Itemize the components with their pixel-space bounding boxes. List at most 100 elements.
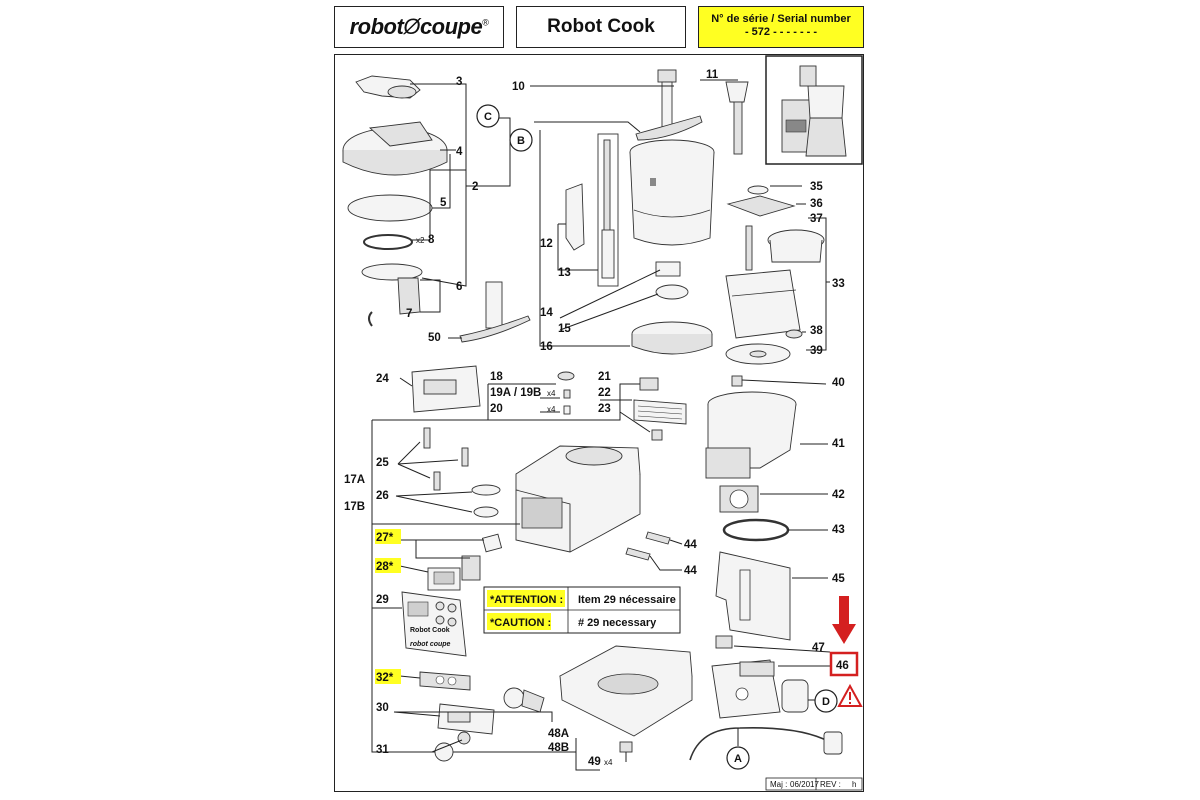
maj-date: 06/2017	[790, 780, 819, 789]
part-23-clip	[651, 429, 663, 441]
caution-text: # 29 necessary	[578, 617, 657, 629]
highlight-arrow-icon	[832, 596, 856, 644]
part-6-scraper	[361, 263, 423, 315]
part-36-bracket	[726, 195, 796, 217]
rev-value: h	[852, 780, 856, 789]
label-part-48a: 48A	[548, 728, 569, 740]
part-32-button-panel	[419, 671, 471, 691]
part-49-foot	[619, 741, 633, 753]
serial-label: N° de série / Serial number	[711, 13, 851, 25]
warning-triangle-icon	[837, 683, 863, 707]
leaders-housing	[733, 443, 831, 701]
part-45-frame	[715, 551, 791, 641]
part-35-washer	[747, 185, 769, 195]
part-39-fan	[725, 343, 791, 365]
part-38-bearing	[785, 329, 803, 339]
label-part-43: 43	[832, 524, 845, 536]
label-part-17a: 17A	[344, 474, 365, 486]
leader-15	[559, 293, 659, 331]
circle-a	[726, 746, 750, 770]
part-44-clip-upper	[645, 531, 671, 545]
label-part-2: 2	[472, 181, 478, 193]
label-part-17b: 17B	[344, 501, 365, 513]
part-16-base-ring	[631, 321, 713, 355]
label-part-4: 4	[456, 146, 463, 158]
part-4-lid	[342, 121, 448, 176]
part-a-power-cable	[689, 726, 843, 761]
label-part-29: 29	[376, 594, 389, 606]
qty-part-20: x4	[547, 405, 556, 414]
leaders-top-left	[410, 83, 511, 339]
part-44-clip-lower	[625, 547, 651, 561]
revision-box	[765, 777, 863, 791]
bowl-icon	[629, 139, 715, 246]
serial-number-box: N° de série / Serial number - 572 - - - …	[698, 6, 864, 48]
part-13-rod	[597, 133, 619, 287]
circle-c	[476, 104, 500, 128]
label-part-50: 50	[428, 332, 441, 344]
part-29-front-panel: Robot Cook robot coupe	[401, 591, 467, 657]
leader-12-13	[557, 224, 598, 271]
label-part-24: 24	[376, 373, 389, 385]
qty-part-49: x4	[604, 758, 613, 767]
part-27-keypad	[461, 555, 481, 581]
circle-b-label: B	[517, 135, 525, 147]
part-14-coupling	[655, 261, 681, 277]
label-part-28: 28*	[376, 561, 394, 573]
label-part-20: 20	[490, 403, 503, 415]
attention-highlight	[487, 590, 565, 607]
part-11-drive-pin	[725, 81, 749, 155]
label-part-45: 45	[832, 573, 845, 585]
label-part-25: 25	[376, 457, 389, 469]
leaders-30-32	[393, 675, 553, 753]
label-part-36: 36	[810, 198, 823, 210]
part-31-knob	[434, 731, 471, 762]
part-26-brackets	[471, 484, 501, 518]
attention-label: *ATTENTION :	[490, 594, 563, 606]
label-part-19: 19A / 19B	[490, 387, 541, 399]
label-part-16: 16	[540, 341, 553, 353]
serial-value: - 572 - - - - - - -	[744, 26, 818, 38]
leaders-motor	[770, 185, 830, 351]
label-part-11: 11	[706, 69, 719, 81]
part-18-foot	[557, 371, 575, 381]
part-50-blade	[459, 281, 531, 343]
highlight-32	[375, 669, 401, 684]
label-part-12: 12	[540, 238, 553, 250]
label-part-37: 37	[810, 213, 823, 225]
part-46-highlight-box	[829, 651, 859, 677]
circle-d	[814, 689, 838, 713]
highlight-28	[375, 558, 401, 573]
part-10-blade-assembly	[635, 69, 703, 141]
part-d-connector	[781, 679, 809, 713]
leader-b	[534, 121, 641, 133]
part-8-ring	[363, 234, 413, 250]
brand-logo: robot​Øcoupe®	[349, 14, 489, 39]
label-part-44-upper: 44	[684, 539, 697, 551]
product-photo-icon	[781, 65, 847, 157]
label-part-7: 7	[406, 308, 412, 320]
part-22-grille	[633, 399, 687, 425]
label-part-32: 32*	[376, 672, 394, 684]
part-37-cover	[767, 229, 825, 263]
highlight-27	[375, 529, 401, 544]
label-part-46: 46	[836, 660, 849, 672]
part-42-fan	[719, 485, 759, 513]
leader-44b	[649, 555, 682, 571]
part-20-screw	[563, 405, 571, 415]
caution-highlight	[487, 613, 551, 630]
label-part-49: 49	[588, 756, 601, 768]
circle-c-label: C	[484, 111, 492, 123]
label-part-10: 10	[512, 81, 525, 93]
leaders-27-28	[399, 539, 484, 573]
qty-part-8: x2	[416, 236, 425, 245]
part-24-control-board	[411, 365, 481, 413]
panel-brand-line2: robot coupe	[410, 641, 451, 648]
label-part-27: 27*	[376, 532, 394, 544]
label-part-6: 6	[456, 281, 462, 293]
part-28-display	[427, 567, 461, 591]
leader-b-vertical	[539, 130, 630, 347]
part-48-base-tray	[559, 645, 693, 737]
label-part-41: 41	[832, 438, 845, 450]
